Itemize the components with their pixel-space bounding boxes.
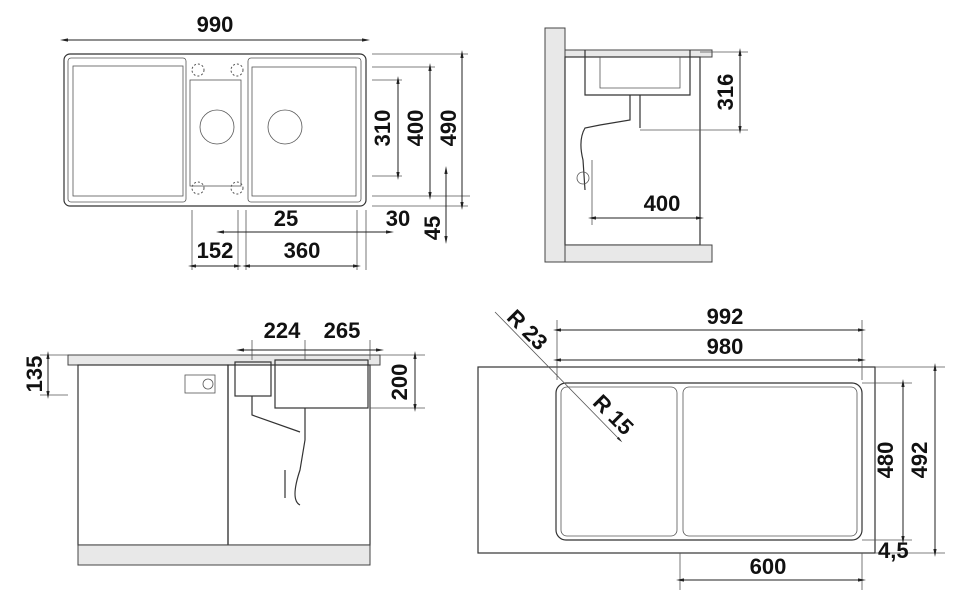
cutout-view: 992 980 R 23 R 15 480 492 4,5 600 — [477, 304, 945, 590]
dim-152: 152 — [197, 238, 234, 263]
dim-316: 316 — [713, 74, 738, 111]
dim-135: 135 — [22, 356, 47, 393]
dim-490: 490 — [436, 110, 461, 147]
dim-600: 600 — [750, 554, 787, 579]
drain-icon — [199, 109, 235, 145]
dim-980: 980 — [707, 334, 744, 359]
dim-400: 400 — [403, 110, 428, 147]
dim-265: 265 — [324, 318, 361, 343]
radius-r23: R 23 — [502, 304, 553, 355]
dim-25: 25 — [274, 206, 298, 231]
dim-360: 360 — [284, 238, 321, 263]
dim-310: 310 — [370, 110, 395, 147]
dim-492: 492 — [907, 442, 932, 479]
front-view: 135 224 265 200 — [22, 318, 425, 566]
dim-480: 480 — [873, 442, 898, 479]
dim-992: 992 — [707, 304, 744, 329]
dim-45: 45 — [420, 216, 445, 240]
dim-4-5: 4,5 — [878, 538, 909, 563]
dim-400-side: 400 — [644, 191, 681, 216]
dim-224: 224 — [264, 318, 301, 343]
dim-990: 990 — [197, 12, 234, 37]
top-view: 990 310 400 490 45 25 30 152 360 — [60, 12, 470, 270]
dim-30: 30 — [386, 206, 410, 231]
dim-200: 200 — [387, 364, 412, 401]
drain-icon — [267, 109, 303, 145]
side-view: 316 400 — [544, 27, 748, 263]
